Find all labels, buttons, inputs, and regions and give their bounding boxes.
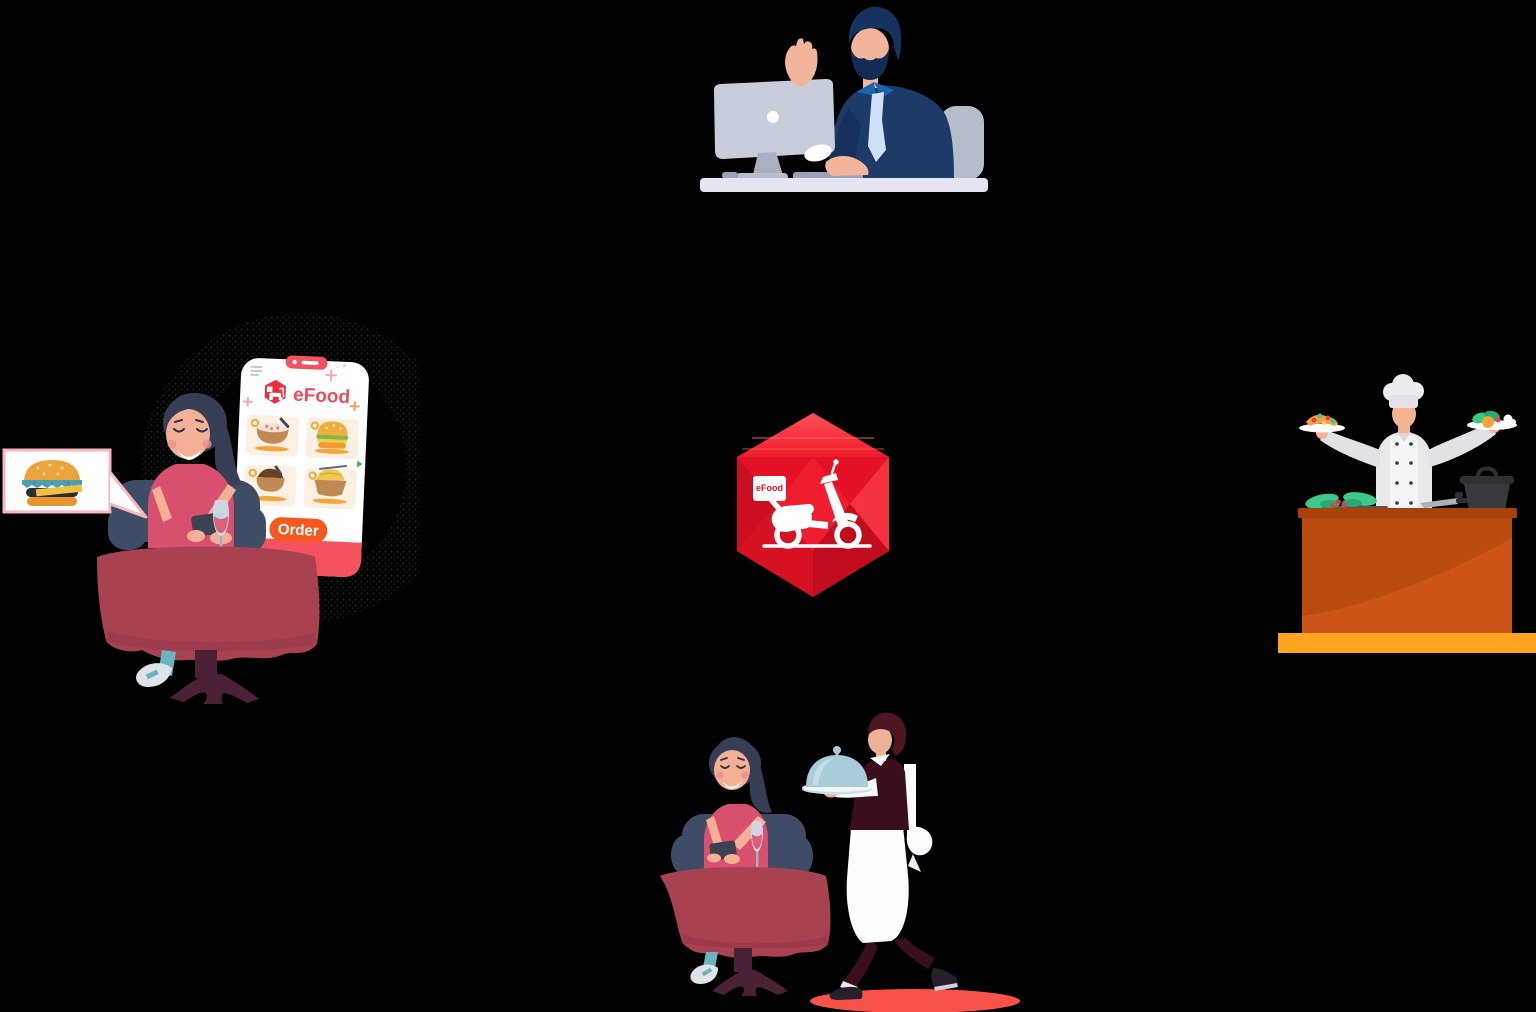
- cloche-icon: [802, 746, 872, 795]
- desk: [700, 178, 988, 192]
- beard: [851, 48, 889, 80]
- shoe-back: [931, 968, 958, 988]
- scooter-icon: eFood: [753, 459, 872, 549]
- order-button[interactable]: Order: [269, 517, 328, 544]
- scene-chef: [1278, 374, 1536, 653]
- vegetables-icon: [1305, 492, 1388, 510]
- customer-person-2: [660, 737, 831, 996]
- sparkle-icon: [242, 364, 360, 412]
- efood-logo: eFood: [264, 379, 351, 408]
- scene-waiter: [660, 712, 1020, 1012]
- burger-icon: [316, 421, 349, 449]
- tie: [868, 92, 886, 162]
- menu-item-card-burger: [305, 417, 359, 460]
- waiter-person: [802, 712, 958, 1000]
- mouse-icon: [722, 172, 738, 179]
- floor-shadow: [810, 989, 1020, 1012]
- scene-delivery-logo: eFood: [737, 413, 889, 597]
- kitchen-counter: [1298, 508, 1517, 633]
- delivery-box-label: eFood: [756, 483, 783, 493]
- chef-person: [1299, 374, 1517, 510]
- play-arrow-icon: [357, 460, 363, 468]
- wine-glass-icon: [750, 821, 764, 871]
- burger-icon: [22, 460, 83, 506]
- noodle-bowl-icon: [314, 464, 348, 497]
- delivery-hexagon: [737, 413, 889, 597]
- dessert-bowl-icon: [256, 465, 285, 492]
- order-button-label: Order: [277, 521, 319, 540]
- table-pedestal-2: [712, 948, 788, 996]
- face: [868, 726, 892, 754]
- cooking-pot-icon: [1455, 466, 1514, 510]
- menu-item-card-soup: [245, 414, 300, 457]
- menu-item-card-noodles: [303, 464, 357, 510]
- plate-left: [1299, 413, 1345, 433]
- apron: [846, 826, 909, 943]
- scene-admin: [700, 6, 988, 192]
- dining-table: [97, 546, 320, 661]
- hair: [867, 712, 907, 756]
- table-pedestal: [170, 650, 259, 704]
- plate-right: [1467, 410, 1517, 430]
- scene-customer: eFood: [2, 313, 420, 704]
- phone-notch: [285, 355, 328, 370]
- soup-bowl-icon: [256, 417, 290, 444]
- imac-icon: [713, 79, 835, 181]
- counter-base-strip: [1278, 633, 1536, 653]
- chef-hat-icon: [1383, 374, 1424, 408]
- speech-bubble: [2, 448, 148, 519]
- waving-hand: [785, 38, 818, 87]
- hamburger-menu-icon: [250, 365, 263, 377]
- brand-name: eFood: [293, 385, 351, 408]
- shirt-cuff: [804, 144, 832, 162]
- shoe-front: [829, 986, 863, 1000]
- customer-person: [97, 393, 320, 704]
- typing-hand: [825, 156, 869, 176]
- smile: [178, 450, 201, 460]
- dining-table-2: [660, 867, 831, 959]
- admin-person: [828, 6, 954, 178]
- hair: [848, 6, 902, 60]
- delivery-box: eFood: [753, 476, 786, 501]
